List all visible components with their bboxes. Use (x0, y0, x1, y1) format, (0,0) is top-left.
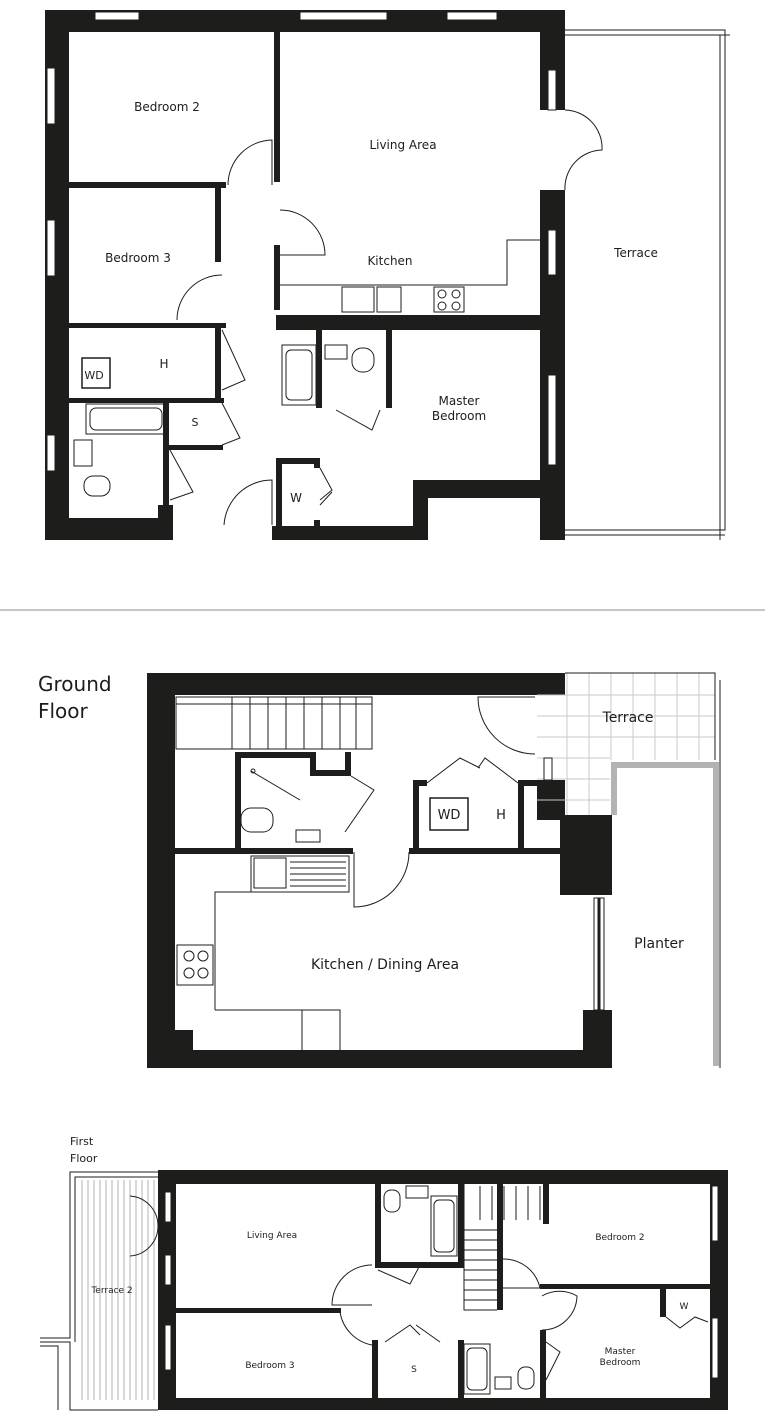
first-label-s: S (411, 1365, 417, 1375)
first-floor-title-line2: Floor (70, 1152, 98, 1165)
ground-doors (344, 696, 536, 908)
ground-stair (175, 696, 373, 750)
plan1-labels: Bedroom 2 Living Area Bedroom 3 Kitchen … (84, 100, 658, 505)
plan1-doors (169, 109, 603, 526)
label-terrace: Terrace (613, 246, 658, 260)
label-living-area: Living Area (369, 138, 436, 152)
plan1-terrace-outline (565, 29, 730, 540)
label-master-line1: Master (439, 394, 480, 408)
first-label-w: W (680, 1302, 689, 1312)
ground-windows (543, 757, 605, 1011)
ground-walls (147, 673, 612, 1068)
first-label-living-area: Living Area (247, 1231, 297, 1241)
plan1-windows (46, 11, 557, 472)
ground-floor-title-line1: Ground (38, 672, 112, 696)
plan1-fixtures (73, 239, 540, 497)
first-label-bedroom-3: Bedroom 3 (245, 1361, 294, 1371)
label-master-line2: Bedroom (432, 409, 486, 423)
label-s: S (192, 416, 199, 429)
first-windows (164, 1185, 719, 1379)
ground-label-planter: Planter (634, 936, 684, 952)
ground-label-h: H (496, 808, 506, 823)
first-fixtures (383, 1185, 535, 1395)
first-label-master-line2: Bedroom (600, 1358, 641, 1368)
plan1-walls (45, 10, 565, 540)
label-kitchen: Kitchen (367, 254, 412, 268)
ground-floor-title-line2: Floor (38, 699, 89, 723)
ground-label-kitchen-dining: Kitchen / Dining Area (311, 957, 459, 973)
first-doors (129, 1195, 709, 1381)
first-terrace-hatch (81, 1180, 155, 1400)
first-floor-title-line1: First (70, 1135, 94, 1148)
label-bedroom-3: Bedroom 3 (105, 251, 171, 265)
label-bedroom-2: Bedroom 2 (134, 100, 200, 114)
first-walls (158, 1170, 728, 1410)
label-w: W (290, 491, 302, 505)
first-label-bedroom-2: Bedroom 2 (595, 1233, 644, 1243)
ground-terrace-edge (565, 672, 721, 1068)
ground-fixtures (176, 768, 469, 1050)
label-h: H (159, 357, 168, 371)
plan-ground-floor: Ground Floor (38, 672, 721, 1068)
first-label-master-line1: Master (605, 1347, 636, 1357)
first-terrace-edge (40, 1171, 158, 1411)
ground-label-wd: WD (438, 808, 461, 823)
ground-labels: Terrace WD H Planter Kitchen / Dining Ar… (311, 710, 684, 973)
plan-first-floor: First Floor (40, 1135, 728, 1411)
first-stair (463, 1184, 541, 1311)
label-wd: WD (84, 369, 103, 382)
ground-label-terrace: Terrace (602, 710, 654, 726)
first-labels: Living Area Terrace 2 Bedroom 3 S Bedroo… (90, 1231, 688, 1375)
first-label-terrace-2: Terrace 2 (90, 1286, 132, 1296)
planter-wall (611, 762, 719, 1066)
plan-upper-apartment: Bedroom 2 Living Area Bedroom 3 Kitchen … (45, 10, 730, 540)
ground-terrace-tiles (537, 673, 715, 815)
